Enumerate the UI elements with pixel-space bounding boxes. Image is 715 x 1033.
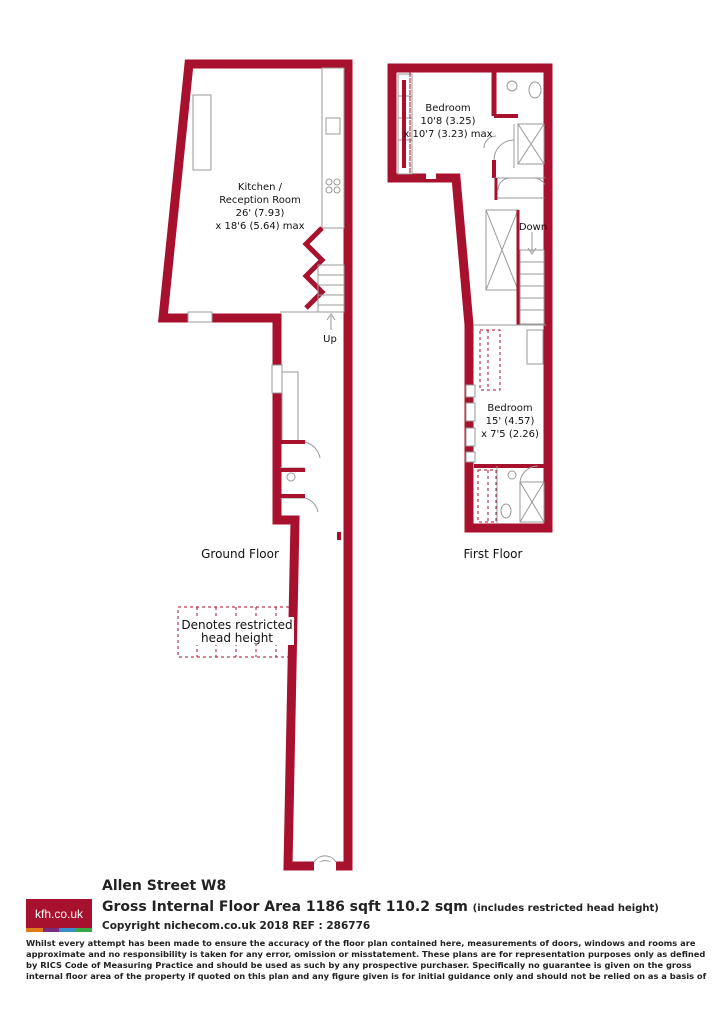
kitchen-counter xyxy=(321,67,345,229)
ground-stairs xyxy=(317,264,345,330)
sink-icon xyxy=(325,117,341,135)
toilet-icon xyxy=(286,472,296,482)
floor-plan: Up Kitchen / Reception Room 26' (7.93) x… xyxy=(158,59,553,871)
sofa-icon xyxy=(192,94,212,171)
restricted-area-markings xyxy=(393,71,501,523)
first-floor-label: First Floor xyxy=(464,547,523,561)
ground-floor-plan: Up xyxy=(158,59,353,871)
legend-line2: head height xyxy=(201,631,273,645)
disclaimer: Whilst every attempt has been made to en… xyxy=(26,938,707,981)
first-bathroom xyxy=(493,80,545,168)
restricted-legend: Denotes restricted head height xyxy=(177,606,297,658)
property-address: Allen Street W8 xyxy=(102,878,227,894)
bedroom2-dim1: 15' (4.57) xyxy=(486,416,535,427)
ground-wc xyxy=(280,441,321,513)
gross-internal-area: Gross Internal Floor Area 1186 sqft 110.… xyxy=(102,899,659,915)
kitchen-name-2: Reception Room xyxy=(219,195,300,206)
logo-text: kfh.co.uk xyxy=(34,906,84,921)
basin-icon xyxy=(507,470,517,480)
logo-color-bar xyxy=(26,928,92,932)
kfh-logo: kfh.co.uk xyxy=(26,899,92,932)
toilet-icon xyxy=(528,81,542,99)
bedroom2-dim2: x 7'5 (2.26) xyxy=(481,429,539,440)
kitchen-name: Kitchen / xyxy=(238,182,283,193)
legend-line1: Denotes restricted xyxy=(181,618,292,632)
first-ensuite xyxy=(500,465,545,523)
toilet-icon xyxy=(500,503,512,519)
first-floor-plan: Down xyxy=(387,63,553,533)
gia-main: Gross Internal Floor Area 1186 sqft 110.… xyxy=(102,899,468,915)
window-icon xyxy=(187,311,213,323)
bedroom2-name: Bedroom xyxy=(487,403,532,414)
bedroom1-dim2: x 10'7 (3.23) max xyxy=(403,129,492,140)
gia-note: (includes restricted head height) xyxy=(472,903,659,914)
copyright: Copyright nichecom.co.uk 2018 REF : 2867… xyxy=(102,920,371,932)
ground-floor-label: Ground Floor xyxy=(201,547,279,561)
basin-icon xyxy=(506,80,518,92)
stairs-down-label: Down xyxy=(519,222,547,233)
bedroom1-name: Bedroom xyxy=(425,103,470,114)
stairs-up-label: Up xyxy=(323,334,337,345)
first-floor-walls xyxy=(387,63,553,533)
bedroom1-dim1: 10'8 (3.25) xyxy=(420,116,475,127)
kitchen-dim2: x 18'6 (5.64) max xyxy=(215,221,304,232)
kitchen-dim1: 26' (7.93) xyxy=(236,208,285,219)
